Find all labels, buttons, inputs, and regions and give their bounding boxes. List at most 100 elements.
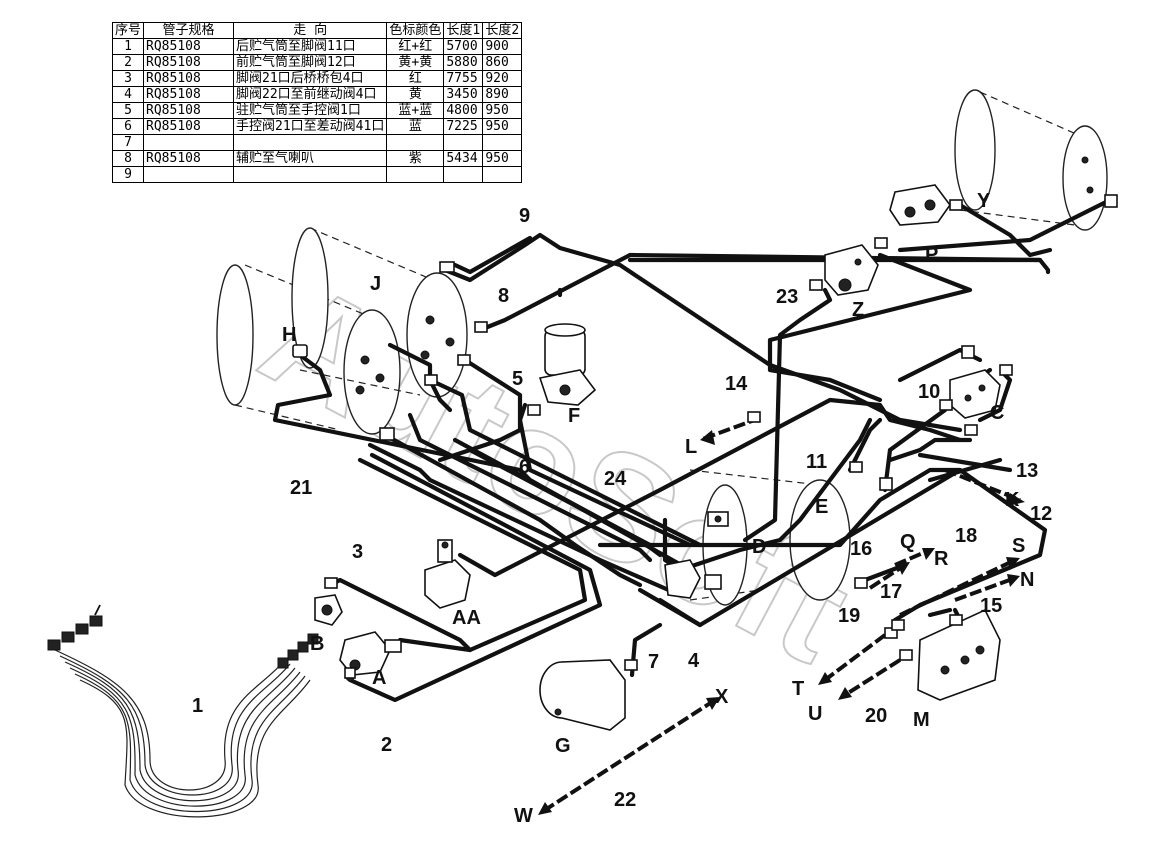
- cell: [386, 166, 445, 183]
- cell: 脚阀21口后桥桥包4口: [233, 70, 388, 87]
- cell: 前贮气筒至脚阀12口: [233, 54, 388, 71]
- hose-bundle: [47, 604, 319, 818]
- valve-Z: [824, 244, 879, 296]
- label-T: T: [792, 678, 804, 700]
- label-13: 13: [1016, 460, 1038, 482]
- cell: 红+红: [386, 38, 445, 55]
- compressor-G: [539, 659, 626, 731]
- label-7: 7: [648, 651, 659, 673]
- cell: 950: [482, 118, 523, 135]
- label-U: U: [808, 703, 822, 725]
- label-S: S: [1012, 535, 1025, 557]
- valve-D: [664, 559, 722, 599]
- cell: RQ85108: [143, 70, 235, 87]
- cell: 紫: [386, 150, 445, 167]
- table-row: 9: [111, 166, 523, 183]
- label-16: 16: [850, 538, 872, 560]
- cell: 7755: [443, 70, 484, 87]
- label-P: P: [925, 244, 938, 266]
- label-19: 19: [838, 605, 860, 627]
- label-L: L: [685, 436, 697, 458]
- header-color: 色标颜色: [386, 22, 445, 39]
- label-C: C: [990, 402, 1004, 424]
- air-tank-front-left: [216, 264, 401, 435]
- label-R: R: [934, 548, 949, 570]
- direction-arrows: [538, 416, 1025, 815]
- header-length1: 长度1: [443, 22, 484, 39]
- header-index: 序号: [111, 22, 145, 39]
- label-J: J: [370, 273, 381, 295]
- cell: 9: [111, 166, 145, 183]
- cell: 后贮气筒至脚阀11口: [233, 38, 388, 55]
- label-11: 11: [806, 451, 827, 473]
- cell: 驻贮气筒至手控阀1口: [233, 102, 388, 119]
- label-6: 6: [519, 456, 530, 478]
- label-3: 3: [352, 541, 363, 563]
- pipe-network: [272, 197, 1113, 703]
- fittings: [324, 194, 1118, 679]
- cell: 950: [482, 150, 523, 167]
- label-23: 23: [776, 286, 798, 308]
- cell: 7: [111, 134, 145, 151]
- label-H: H: [282, 324, 296, 346]
- callout-labels: 1 2 3 4 5 6 7 8 9 10 11 12 13 14 15 16 1…: [192, 190, 1052, 827]
- valve-E: [707, 511, 729, 527]
- header-length2: 长度2: [482, 22, 523, 39]
- label-17: 17: [880, 581, 902, 603]
- label-Z: Z: [852, 299, 864, 321]
- label-F: F: [568, 405, 580, 427]
- cell: 蓝+蓝: [386, 102, 445, 119]
- cell: RQ85108: [143, 38, 235, 55]
- cell: 脚阀22口至前继动阀4口: [233, 86, 388, 103]
- air-tank-rear-left: [291, 227, 468, 398]
- label-Q: Q: [900, 531, 916, 553]
- cell: [482, 166, 523, 183]
- cell: 5880: [443, 54, 484, 71]
- cell: [233, 166, 388, 183]
- label-2: 2: [381, 734, 392, 756]
- cell: 950: [482, 102, 523, 119]
- label-20: 20: [865, 705, 887, 727]
- label-E: E: [815, 496, 828, 518]
- label-24: 24: [604, 468, 627, 490]
- cell: 860: [482, 54, 523, 71]
- label-12: 12: [1030, 503, 1052, 525]
- label-N: N: [1020, 569, 1034, 591]
- valve-B: [314, 594, 343, 626]
- label-M: M: [913, 709, 930, 731]
- table-header-row: 序号 管子规格 走 向 色标颜色 长度1 长度2: [111, 22, 523, 39]
- label-9: 9: [519, 205, 530, 227]
- valve-P: [889, 184, 951, 226]
- label-G: G: [555, 735, 571, 757]
- fitting-H: [292, 344, 308, 358]
- label-D: D: [752, 536, 766, 558]
- label-18: 18: [955, 525, 977, 547]
- label-21: 21: [290, 477, 312, 499]
- label-K: K: [1005, 489, 1020, 511]
- label-22: 22: [614, 789, 636, 811]
- label-Y: Y: [977, 190, 991, 212]
- label-B: B: [310, 633, 324, 655]
- air-tank-right: [954, 89, 1108, 231]
- label-A: A: [372, 667, 386, 689]
- valve-M: [917, 608, 1001, 701]
- label-X: X: [715, 686, 729, 708]
- valve-AA: [424, 539, 471, 609]
- label-1: 1: [192, 695, 203, 717]
- label-5: 5: [512, 368, 523, 390]
- label-15: 15: [980, 595, 1002, 617]
- label-AA: AA: [452, 607, 481, 629]
- label-8: 8: [498, 285, 509, 307]
- label-4: 4: [688, 650, 700, 672]
- label-W: W: [514, 805, 533, 827]
- label-14: 14: [725, 373, 748, 395]
- cell: 1: [111, 38, 145, 55]
- label-10: 10: [918, 381, 940, 403]
